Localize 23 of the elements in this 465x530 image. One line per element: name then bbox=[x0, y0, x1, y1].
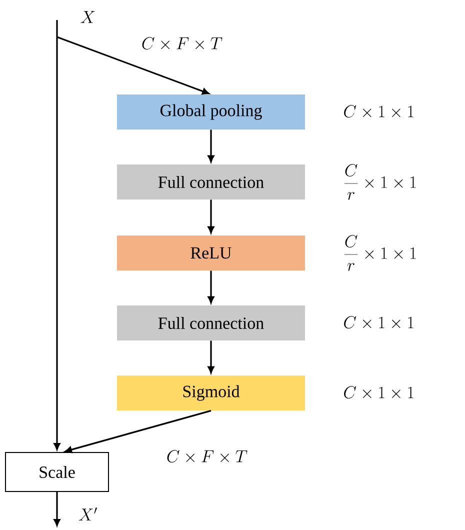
process-box: Full connection bbox=[117, 306, 305, 340]
arrow bbox=[54, 492, 60, 526]
arrow bbox=[208, 340, 214, 374]
arrow bbox=[208, 130, 214, 162]
dimension-label: $C \times 1 \times 1$ bbox=[344, 316, 414, 329]
edge-label: $X'$ bbox=[77, 506, 99, 522]
process-box: ReLU bbox=[117, 236, 305, 270]
process-box: Global pooling bbox=[117, 94, 305, 130]
dimension-label: $\frac{C}{r} \times 1 \times 1$ bbox=[344, 234, 416, 271]
edge-label: $C \times F \times T$ bbox=[165, 449, 249, 465]
process-box: Sigmoid bbox=[117, 376, 305, 410]
process-box: Full connection bbox=[117, 164, 305, 200]
dimension-label: $C \times 1 \times 1$ bbox=[344, 386, 414, 399]
arrow bbox=[64, 410, 212, 453]
arrow bbox=[56, 36, 210, 95]
arrow bbox=[54, 20, 60, 450]
scale-box: Scale bbox=[5, 452, 109, 492]
arrow bbox=[208, 200, 214, 234]
arrow bbox=[208, 270, 214, 304]
dimension-label: $C \times 1 \times 1$ bbox=[344, 105, 414, 118]
edge-label: $C \times F \times T$ bbox=[140, 36, 224, 52]
edge-label: $X$ bbox=[79, 10, 97, 24]
dimension-label: $\frac{C}{r} \times 1 \times 1$ bbox=[344, 164, 416, 200]
